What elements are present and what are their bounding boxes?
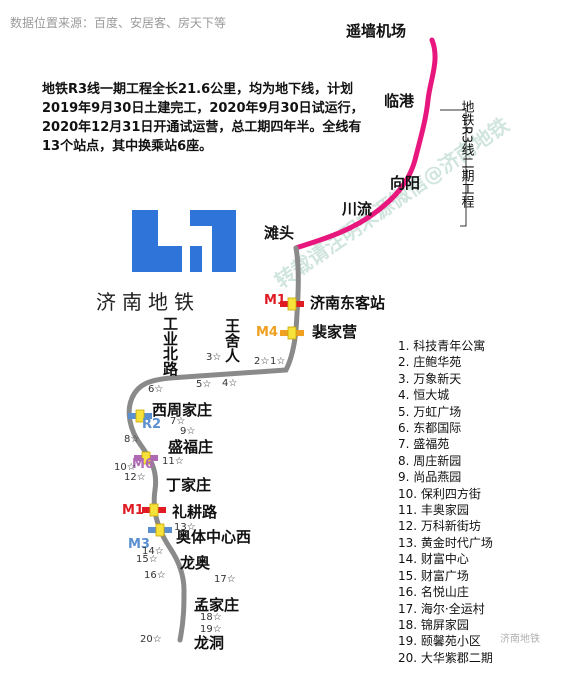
poi-marker: 20☆ <box>140 634 162 645</box>
station-label: 工业北路 <box>161 316 179 376</box>
legend-item: 8. 周庄新园 <box>398 453 462 468</box>
transfer-line-label: R2 <box>142 417 161 432</box>
transfer-line-label: M4 <box>256 325 278 340</box>
legend-item: 1. 科技青年公寓 <box>398 339 486 353</box>
station-label: 川流 <box>341 200 372 218</box>
legend-item: 3. 万象新天 <box>398 371 462 386</box>
station-label: 遥墙机场 <box>346 22 406 40</box>
poi-marker: 13☆ <box>174 522 196 533</box>
station-label: 滩头 <box>264 224 294 242</box>
legend-item: 4. 恒大城 <box>398 388 450 403</box>
legend-item: 11. 丰奥家园 <box>398 503 469 518</box>
station-label: 龙洞 <box>193 634 224 652</box>
station-label: 盛福庄 <box>168 438 213 456</box>
poi-marker: 12☆ <box>124 472 146 483</box>
transfer-line-label: M3 <box>128 537 150 552</box>
poi-marker: 19☆ <box>200 624 222 635</box>
station-label: 丁家庄 <box>166 476 211 494</box>
source-note: 数据位置来源：百度、安居客、房天下等 <box>10 16 227 30</box>
poi-marker: 11☆ <box>162 456 184 467</box>
poi-marker: 5☆ <box>196 379 211 390</box>
watermark-small: 济南地铁 <box>500 634 540 645</box>
poi-marker: 7☆ <box>170 416 185 427</box>
legend-item: 6. 东都国际 <box>398 421 462 436</box>
phase2-label: 地铁R3线二期工程 <box>459 100 475 210</box>
legend-item: 10. 保利四方街 <box>398 486 481 501</box>
transfer-line-label: M1 <box>122 503 144 518</box>
poi-marker: 10☆ <box>114 462 136 473</box>
legend-item: 13. 黄金时代广场 <box>398 535 493 550</box>
poi-marker: 17☆ <box>214 574 236 585</box>
metro-logo-icon <box>132 210 236 272</box>
poi-marker: 4☆ <box>222 378 237 389</box>
transfer-node <box>135 409 145 423</box>
transfer-node <box>287 297 297 311</box>
legend-item: 16. 名悦山庄 <box>398 585 469 600</box>
brand-name: 济南地铁 <box>96 290 200 314</box>
line-description: 地铁R3线一期工程全长21.6公里，均为地下线，计划2019年9月30日土建完工… <box>42 82 364 154</box>
transfer-node <box>155 523 165 537</box>
poi-marker: 3☆ <box>206 352 221 363</box>
legend-item: 17. 海尔·全运村 <box>398 601 485 616</box>
poi-marker: 9☆ <box>180 426 195 437</box>
legend-item: 19. 颐馨苑小区 <box>398 634 481 649</box>
poi-marker: 8☆ <box>124 434 139 445</box>
station-label: 裴家营 <box>311 323 357 341</box>
legend-item: 20. 大华紫郡二期 <box>398 650 493 665</box>
station-label: 礼耕路 <box>172 503 218 521</box>
phase2-bracket <box>440 109 467 227</box>
legend-item: 14. 财富中心 <box>398 552 469 567</box>
transfer-node <box>287 326 297 340</box>
poi-marker: 6☆ <box>148 384 163 395</box>
legend-item: 9. 尚品燕园 <box>398 470 462 485</box>
legend-item: 18. 锦屏家园 <box>398 617 469 632</box>
station-label: 龙奥 <box>179 554 211 572</box>
transfer-node <box>141 451 151 465</box>
legend-item: 5. 万虹广场 <box>398 404 462 419</box>
legend-item: 12. 万科新街坊 <box>398 519 481 534</box>
poi-marker: 16☆ <box>144 570 166 581</box>
poi-marker: 15☆ <box>136 554 158 565</box>
station-label: 济南东客站 <box>310 294 385 312</box>
station-label: 临港 <box>384 92 415 110</box>
legend-item: 7. 盛福苑 <box>398 437 450 452</box>
poi-marker: 18☆ <box>200 612 222 623</box>
station-label: 奥体中心西 <box>176 528 251 546</box>
transfer-node <box>149 503 159 517</box>
phase2-line <box>293 37 438 251</box>
poi-marker: 2☆ <box>254 356 269 367</box>
station-label: 西周家庄 <box>152 401 212 419</box>
station-label: 向阳 <box>390 174 420 192</box>
legend-item: 2. 庄鲍华苑 <box>398 355 462 370</box>
station-label: 孟家庄 <box>194 596 239 614</box>
transfer-line-label: M1 <box>264 293 286 308</box>
station-label: 王舍人 <box>223 318 241 363</box>
poi-marker: 14☆ <box>142 546 164 557</box>
poi-marker: 1☆ <box>270 356 285 367</box>
transfer-line-label: M6 <box>132 457 154 472</box>
legend-item: 15. 财富广场 <box>398 568 469 583</box>
